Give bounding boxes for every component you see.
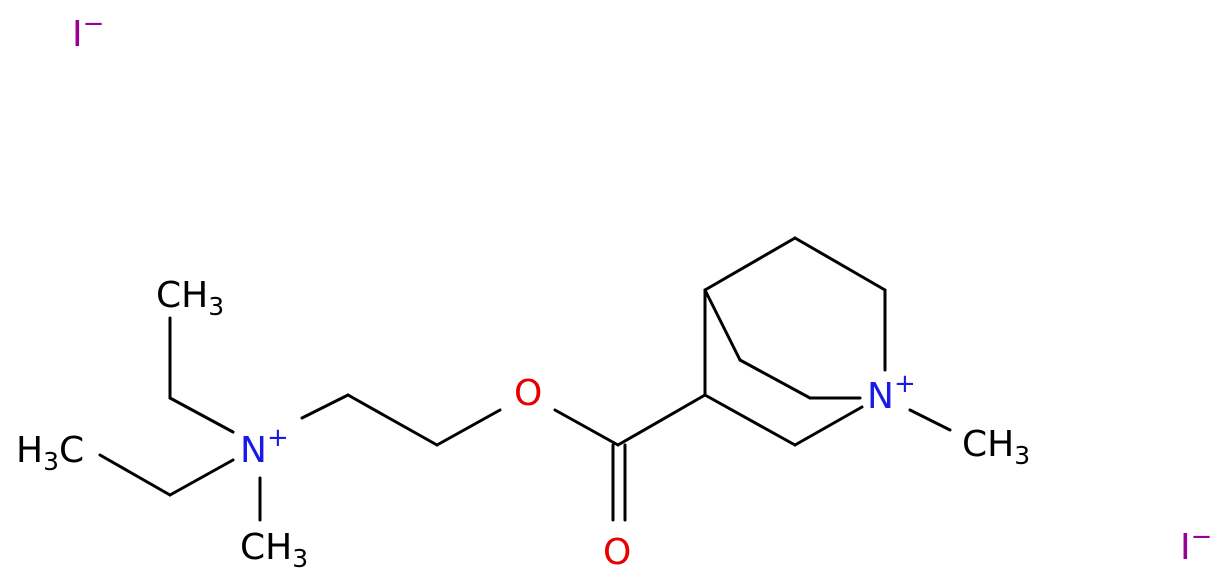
iodide-top: I− <box>72 9 104 55</box>
bond-left-ethyl-ch3-ch2 <box>98 453 172 497</box>
bond-left-ethyl-ch2-n <box>168 458 235 497</box>
iodide-bottom: I− <box>1180 522 1212 568</box>
methyl-label-right: CH3 <box>962 424 1030 470</box>
bond-ring-ca-cb <box>793 236 887 292</box>
bond-ch2-o <box>435 408 502 447</box>
methyl-label-bottom: CH3 <box>240 527 308 573</box>
bond-right-n-methyl <box>908 408 952 432</box>
bond-lines <box>98 236 952 522</box>
bond-ch2-ch2 <box>346 393 439 447</box>
bond-n-ch2 <box>300 393 350 420</box>
methyl-label-top: CH3 <box>156 275 224 321</box>
nitrogen-left: N+ <box>240 423 289 471</box>
bond-ring-c2-n <box>793 405 864 447</box>
methyl-label-left: H3C <box>16 430 84 476</box>
oxygen-ester: O <box>514 373 542 414</box>
bond-top-ethyl-n-ch2 <box>168 396 235 434</box>
bond-ring-cc-cd <box>738 358 812 400</box>
bond-ring-c4-ca <box>703 236 797 292</box>
bond-ring-c3-c2 <box>703 393 797 447</box>
bond-carbonyl-ring <box>616 393 707 447</box>
oxygen-carbonyl: O <box>603 532 631 573</box>
bond-ring-c4-cc <box>703 288 742 362</box>
nitrogen-right: N+ <box>867 369 916 417</box>
bond-o-carbonyl-c <box>553 408 620 447</box>
